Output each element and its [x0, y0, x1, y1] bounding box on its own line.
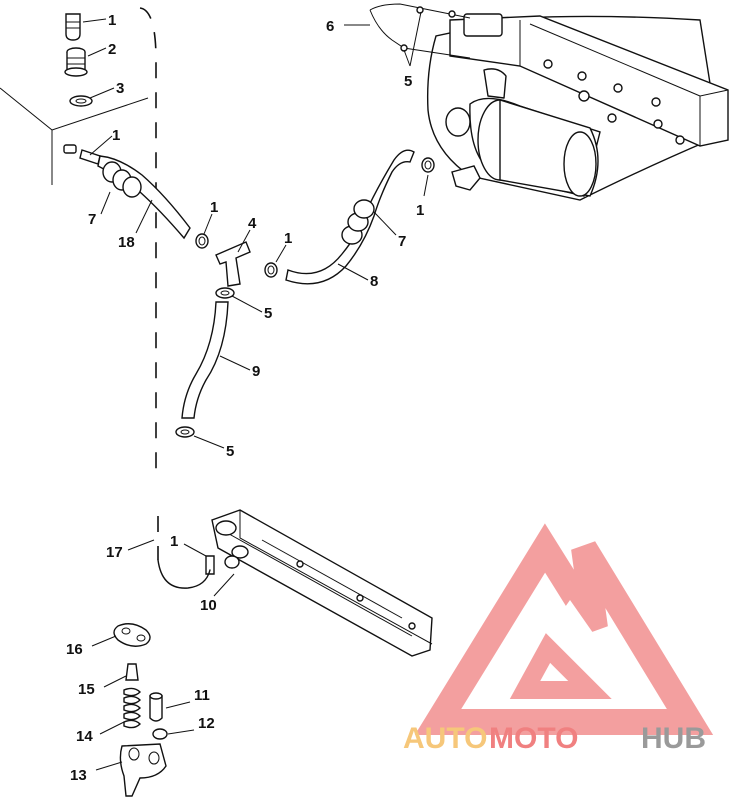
watermark-text-auto: AUTO — [403, 722, 487, 755]
callout-1-left-hose: 1 — [112, 127, 120, 144]
callout-18: 18 — [118, 234, 135, 251]
callout-5-upper: 5 — [264, 305, 272, 322]
leader-lines — [82, 11, 429, 771]
callout-8: 8 — [370, 273, 378, 290]
hose-8 — [285, 149, 435, 285]
callout-2: 2 — [108, 41, 116, 58]
watermark-text-hub: HUB — [641, 722, 706, 755]
frame-lines — [0, 7, 159, 560]
callout-9: 9 — [252, 363, 260, 380]
callout-14: 14 — [76, 728, 93, 745]
left-hose-assembly — [63, 144, 209, 249]
hose-9 — [175, 287, 235, 438]
callout-7-right: 7 — [398, 233, 406, 250]
callout-1-clamp-right: 1 — [416, 202, 424, 219]
callout-13: 13 — [70, 767, 87, 784]
callout-1-clamp-left: 1 — [210, 199, 218, 216]
callout-11: 11 — [194, 687, 210, 704]
callout-17: 17 — [106, 544, 123, 561]
callout-10: 10 — [200, 597, 217, 614]
callout-4: 4 — [248, 215, 257, 232]
callout-5-lower: 5 — [226, 443, 234, 460]
callout-1-clamp-tee: 1 — [284, 230, 292, 247]
watermark-text-moto: MOTO — [489, 722, 578, 755]
tee-fitting — [215, 241, 278, 287]
small-parts — [113, 623, 168, 797]
callouts: 1 2 3 1 7 18 1 4 1 5 9 5 6 5 1 7 8 17 1 … — [66, 12, 424, 784]
callout-5-engine: 5 — [404, 73, 412, 90]
callout-6: 6 — [326, 18, 334, 35]
callout-15: 15 — [78, 681, 95, 698]
lower-assembly — [157, 509, 433, 657]
engine-assembly — [369, 3, 729, 201]
callout-1-lower: 1 — [170, 533, 178, 550]
callout-12: 12 — [198, 715, 215, 732]
callout-16: 16 — [66, 641, 83, 658]
vent-fitting-assembly — [64, 13, 93, 107]
callout-7-left: 7 — [88, 211, 96, 228]
watermark-logo — [414, 523, 714, 735]
callout-1-top: 1 — [108, 12, 116, 29]
callout-3: 3 — [116, 80, 124, 97]
